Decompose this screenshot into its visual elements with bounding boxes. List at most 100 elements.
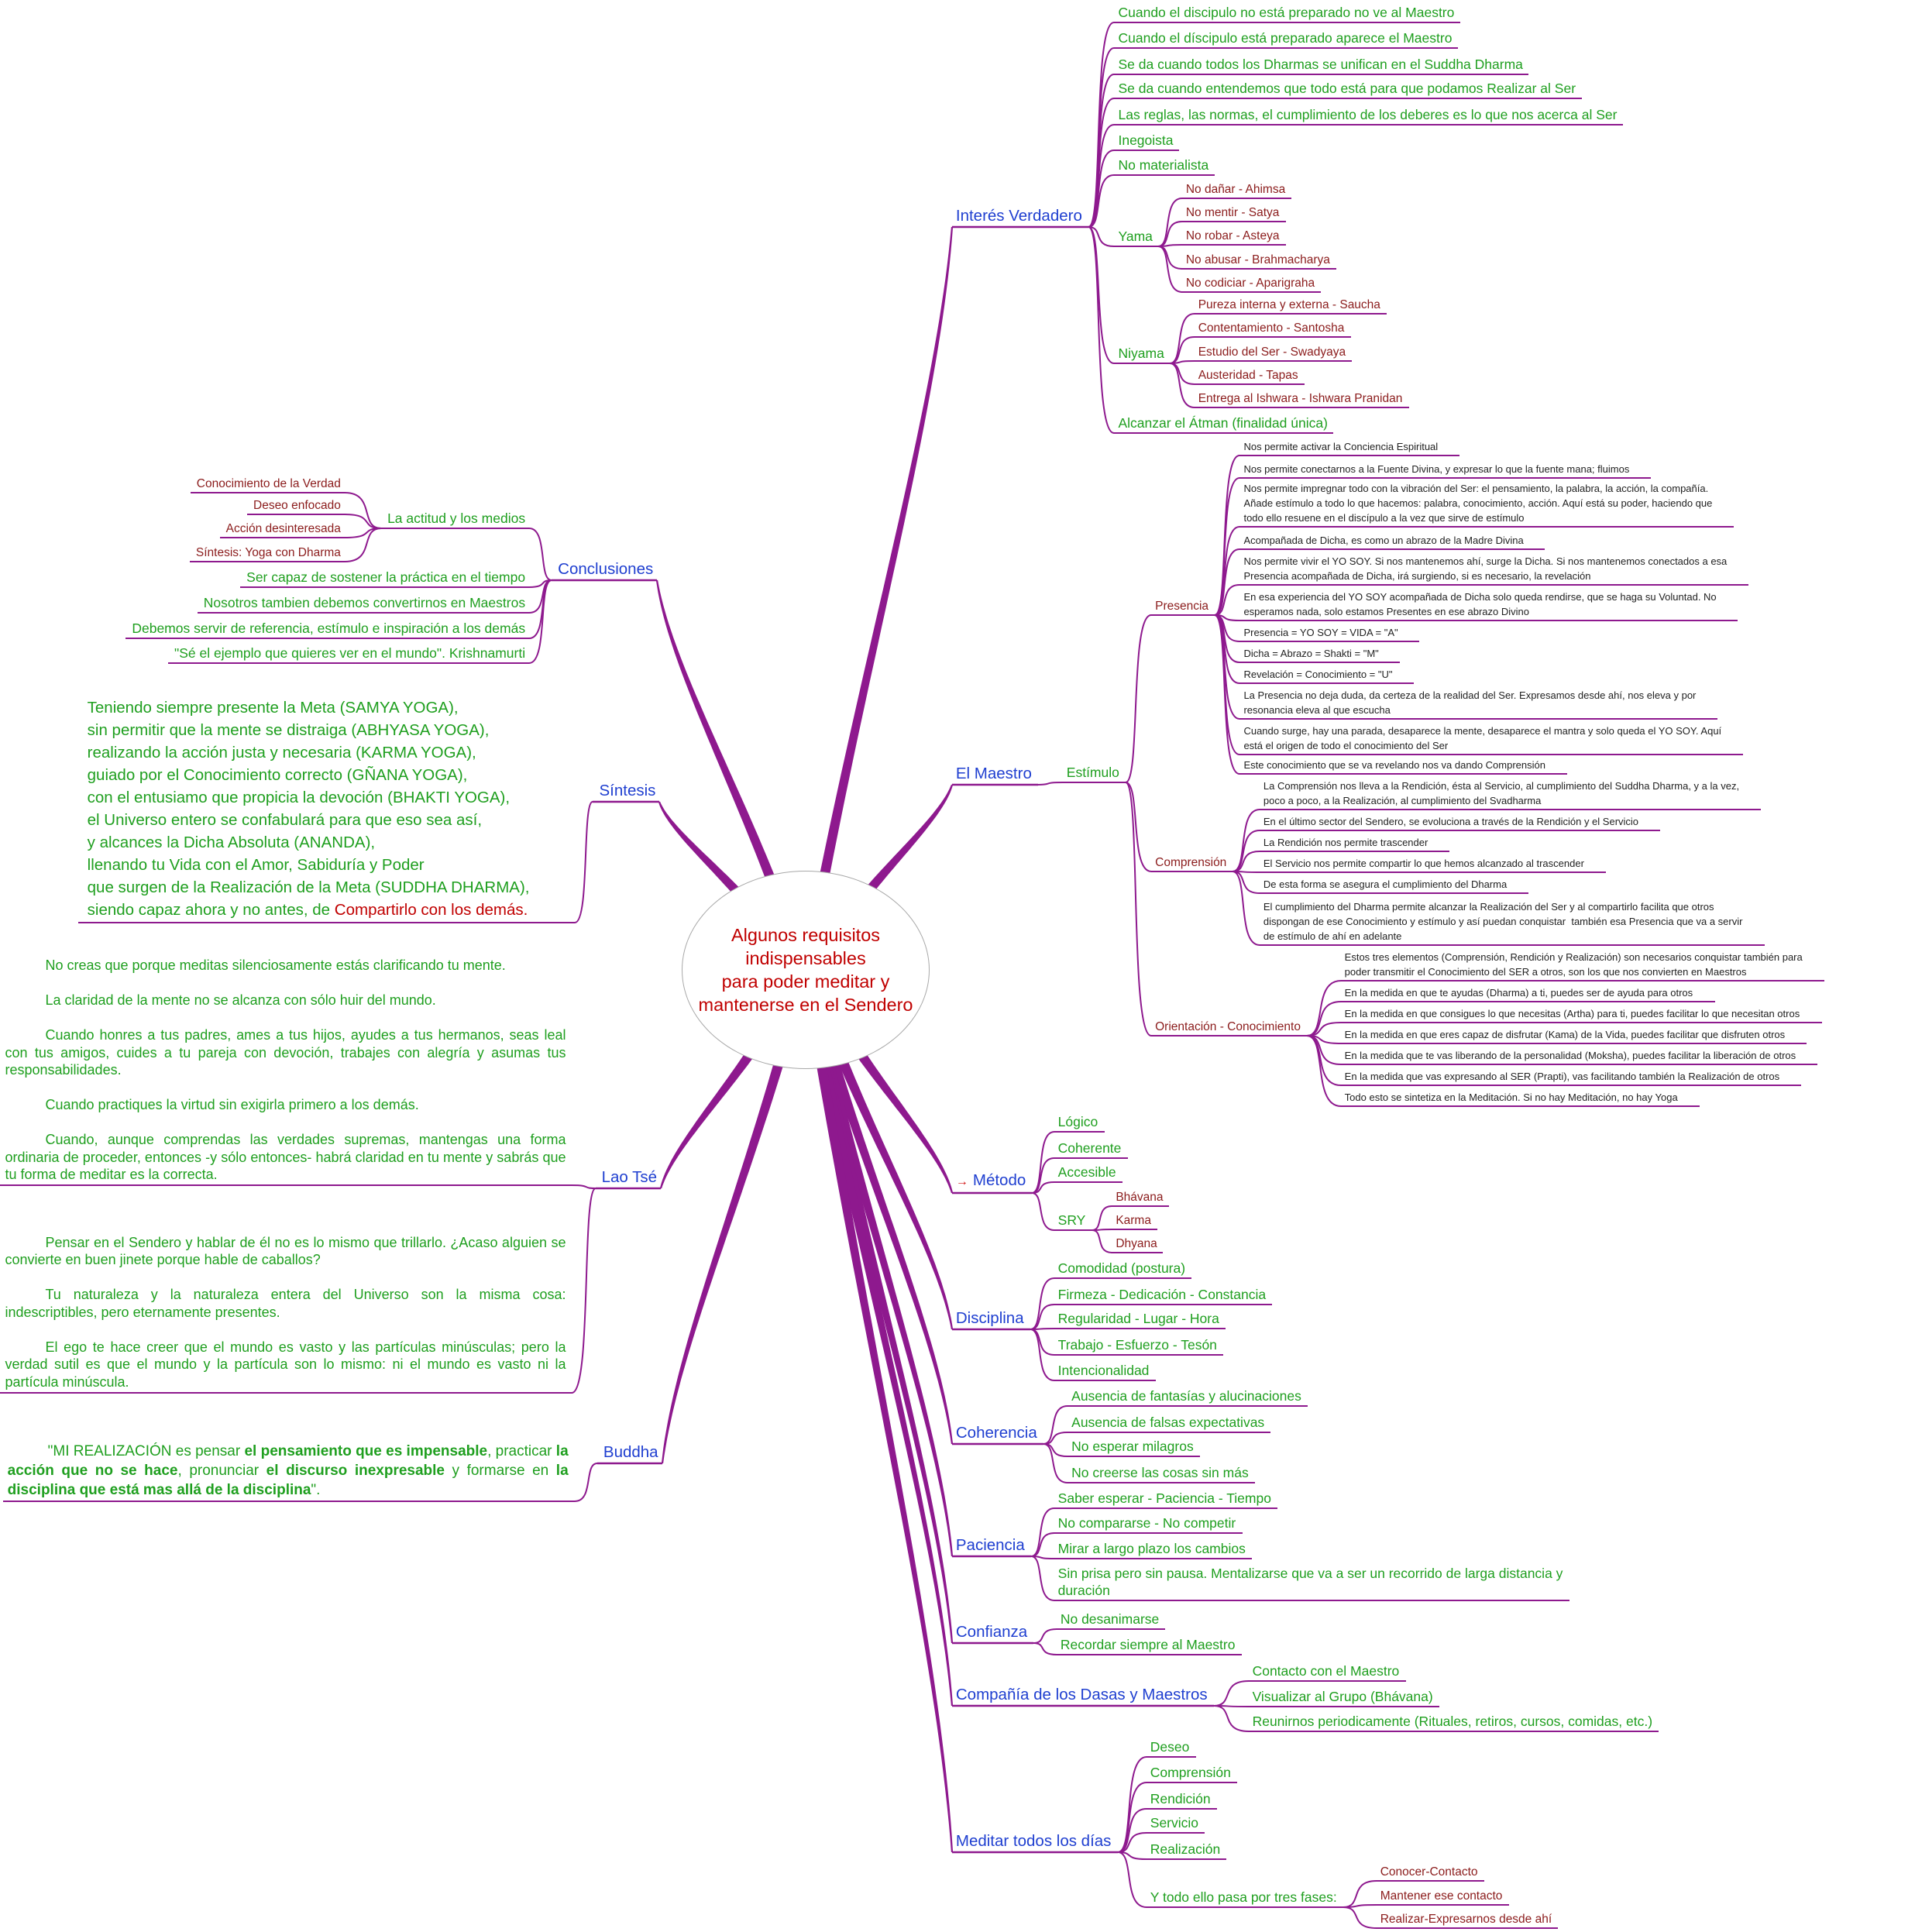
node-deseo[interactable]: Deseo [1150,1738,1190,1755]
node-contacto-con-el-maestro[interactable]: Contacto con el Maestro [1253,1662,1400,1679]
node-de-esta-forma-se-asegura-el-cumplimiento[interactable]: De esta forma se asegura el cumplimiento… [1263,877,1507,892]
branch-interes-verdadero[interactable]: Interés Verdadero [956,207,1082,225]
node-no-abusar-brahmacharya[interactable]: No abusar - Brahmacharya [1186,253,1330,267]
node-estudio-del-ser-swadyaya[interactable]: Estudio del Ser - Swadyaya [1198,345,1346,359]
branch-sintesis[interactable]: Síntesis [599,782,655,800]
node-este-conocimiento-que-se-va-revelando-no[interactable]: Este conocimiento que se va revelando no… [1243,758,1545,772]
node-comprension[interactable]: Comprensión [1155,855,1226,870]
node-mantener-ese-contacto[interactable]: Mantener ese contacto [1380,1889,1503,1903]
node-debemos-servir-de-referencia-estimulo-e-[interactable]: Debemos servir de referencia, estímulo e… [132,620,525,637]
node-se-da-cuando-entendemos-que-todo-esta-pa[interactable]: Se da cuando entendemos que todo está pa… [1118,80,1576,97]
node-presencia[interactable]: Presencia [1155,599,1208,614]
buddha-quote-block[interactable]: "MI REALIZACIÓN es pensar el pensamiento… [8,1442,569,1500]
node-no-robar-asteya[interactable]: No robar - Asteya [1186,229,1280,243]
node-nos-permite-activar-la-conciencia-espiri[interactable]: Nos permite activar la Conciencia Espiri… [1243,439,1438,454]
node-en-esa-experiencia-del-yo-soy-acompanada[interactable]: En esa experiencia del YO SOY acompañada… [1243,590,1716,619]
node-se-el-ejemplo-que-quieres-ver-en-el-mund[interactable]: "Sé el ejemplo que quieres ver en el mun… [174,645,525,662]
node-ausencia-de-fantasias-y-alucinaciones[interactable]: Ausencia de fantasías y alucinaciones [1071,1387,1301,1404]
node-y-todo-ello-pasa-por-tres-fases[interactable]: Y todo ello pasa por tres fases: [1150,1889,1337,1906]
node-nos-permite-conectarnos-a-la-fuente-divi[interactable]: Nos permite conectarnos a la Fuente Divi… [1243,462,1629,476]
branch-el-maestro[interactable]: El Maestro [956,765,1032,783]
node-nos-permite-impregnar-todo-con-la-vibrac[interactable]: Nos permite impregnar todo con la vibrac… [1243,481,1712,525]
node-en-la-medida-en-que-eres-capaz-de-disfru[interactable]: En la medida en que eres capaz de disfru… [1345,1027,1785,1042]
node-en-la-medida-que-vas-expresando-al-ser-p[interactable]: En la medida que vas expresando al SER (… [1345,1069,1779,1084]
node-accesible[interactable]: Accesible [1058,1164,1116,1181]
node-intencionalidad[interactable]: Intencionalidad [1058,1362,1150,1379]
node-saber-esperar-paciencia-tiempo[interactable]: Saber esperar - Paciencia - Tiempo [1058,1490,1271,1507]
node-las-reglas-las-normas-el-cumplimiento-de[interactable]: Las reglas, las normas, el cumplimiento … [1118,106,1617,123]
node-cuando-el-discipulo-no-esta-preparado-no[interactable]: Cuando el discipulo no está preparado no… [1118,4,1454,21]
node-comprension[interactable]: Comprensión [1150,1764,1231,1781]
node-no-materialista[interactable]: No materialista [1118,156,1208,174]
node-revelacion-conocimiento-u[interactable]: Revelación = Conocimiento = "U" [1243,667,1392,682]
node-no-mentir-satya[interactable]: No mentir - Satya [1186,205,1280,220]
lao-tse-quote-block[interactable]: Pensar en el Sendero y hablar de él no e… [5,1234,566,1391]
node-dicha-abrazo-shakti-m[interactable]: Dicha = Abrazo = Shakti = "M" [1243,646,1378,661]
node-realizar-expresarnos-desde-ahi[interactable]: Realizar-Expresarnos desde ahí [1380,1912,1552,1927]
node-karma[interactable]: Karma [1116,1213,1151,1228]
node-la-rendicion-nos-permite-trascender[interactable]: La Rendición nos permite trascender [1263,835,1428,850]
node-visualizar-al-grupo-bhavana[interactable]: Visualizar al Grupo (Bhávana) [1253,1688,1433,1705]
node-presencia-yo-soy-vida-a[interactable]: Presencia = YO SOY = VIDA = "A" [1243,625,1398,640]
node-la-actitud-y-los-medios[interactable]: La actitud y los medios [387,510,525,527]
branch-paciencia[interactable]: Paciencia [956,1536,1025,1555]
branch-buddha[interactable]: Buddha [603,1443,658,1462]
node-alcanzar-el-atman-finalidad-unica[interactable]: Alcanzar el Átman (finalidad única) [1118,414,1327,431]
node-el-cumplimiento-del-dharma-permite-alcan[interactable]: El cumplimiento del Dharma permite alcan… [1263,899,1743,944]
node-conocer-contacto[interactable]: Conocer-Contacto [1380,1865,1478,1879]
branch-metodo[interactable]: →Método [956,1171,1026,1191]
node-recordar-siempre-al-maestro[interactable]: Recordar siempre al Maestro [1061,1636,1236,1653]
sintesis-text-block[interactable]: Teniendo siempre presente la Meta (SAMYA… [83,696,569,921]
node-bhavana[interactable]: Bhávana [1116,1190,1163,1205]
node-no-codiciar-aparigraha[interactable]: No codiciar - Aparigraha [1186,276,1315,290]
node-en-el-ultimo-sector-del-sendero-se-evolu[interactable]: En el último sector del Sendero, se evol… [1263,814,1638,829]
node-comodidad-postura[interactable]: Comodidad (postura) [1058,1260,1185,1277]
node-realizacion[interactable]: Realización [1150,1841,1220,1858]
node-nosotros-tambien-debemos-convertirnos-en[interactable]: Nosotros tambien debemos convertirnos en… [204,594,525,611]
node-servicio[interactable]: Servicio [1150,1814,1198,1831]
node-rendicion[interactable]: Rendición [1150,1790,1211,1807]
node-dhyana[interactable]: Dhyana [1116,1236,1157,1251]
node-conocimiento-de-la-verdad[interactable]: Conocimiento de la Verdad [197,476,341,491]
node-yama[interactable]: Yama [1118,228,1152,245]
node-la-presencia-no-deja-duda-da-certeza-de-[interactable]: La Presencia no deja duda, da certeza de… [1243,688,1696,717]
node-inegoista[interactable]: Inegoista [1118,132,1173,149]
node-en-la-medida-en-que-consigues-lo-que-nec[interactable]: En la medida en que consigues lo que nec… [1345,1006,1800,1021]
node-nos-permite-vivir-el-yo-soy-si-nos-mante[interactable]: Nos permite vivir el YO SOY. Si nos mant… [1243,554,1727,583]
branch-lao-tse[interactable]: Lao Tsé [602,1168,657,1187]
central-topic[interactable]: Algunos requisitos indispensables para p… [682,871,930,1069]
node-sintesis-yoga-con-dharma[interactable]: Síntesis: Yoga con Dharma [196,545,341,560]
node-logico[interactable]: Lógico [1058,1113,1098,1130]
node-todo-esto-se-sintetiza-en-la-meditacion-[interactable]: Todo esto se sintetiza en la Meditación.… [1345,1090,1678,1105]
node-deseo-enfocado[interactable]: Deseo enfocado [253,498,341,513]
node-no-esperar-milagros[interactable]: No esperar milagros [1071,1438,1194,1455]
node-ser-capaz-de-sostener-la-practica-en-el-[interactable]: Ser capaz de sostener la práctica en el … [246,569,525,586]
node-firmeza-dedicacion-constancia[interactable]: Firmeza - Dedicación - Constancia [1058,1286,1266,1303]
node-orientacion-conocimiento[interactable]: Orientación - Conocimiento [1155,1019,1301,1034]
node-trabajo-esfuerzo-teson[interactable]: Trabajo - Esfuerzo - Tesón [1058,1336,1217,1353]
node-estimulo[interactable]: Estímulo [1067,764,1119,781]
node-no-compararse-no-competir[interactable]: No compararse - No competir [1058,1514,1236,1532]
node-en-la-medida-que-te-vas-liberando-de-la-[interactable]: En la medida que te vas liberando de la … [1345,1048,1796,1063]
branch-conclusiones[interactable]: Conclusiones [558,560,653,579]
node-ausencia-de-falsas-expectativas[interactable]: Ausencia de falsas expectativas [1071,1414,1264,1431]
node-reunirnos-periodicamente-rituales-retiro[interactable]: Reunirnos periodicamente (Rituales, reti… [1253,1713,1652,1730]
node-sin-prisa-pero-sin-pausa-mentalizarse-qu[interactable]: Sin prisa pero sin pausa. Mentalizarse q… [1058,1565,1563,1599]
node-pureza-interna-y-externa-saucha[interactable]: Pureza interna y externa - Saucha [1198,297,1380,312]
branch-disciplina[interactable]: Disciplina [956,1309,1024,1328]
node-sry[interactable]: SRY [1058,1212,1086,1229]
node-no-danar-ahimsa[interactable]: No dañar - Ahimsa [1186,182,1285,197]
branch-coherencia[interactable]: Coherencia [956,1424,1037,1442]
node-cuando-el-discipulo-esta-preparado-apare[interactable]: Cuando el díscipulo está preparado apare… [1118,29,1452,46]
node-contentamiento-santosha[interactable]: Contentamiento - Santosha [1198,321,1345,335]
node-cuando-surge-hay-una-parada-desaparece-l[interactable]: Cuando surge, hay una parada, desaparece… [1243,724,1721,753]
node-no-desanimarse[interactable]: No desanimarse [1061,1611,1159,1628]
node-la-comprension-nos-lleva-a-la-rendicion-[interactable]: La Comprensión nos lleva a la Rendición,… [1263,779,1739,808]
node-niyama[interactable]: Niyama [1118,345,1164,362]
node-se-da-cuando-todos-los-dharmas-se-unific[interactable]: Se da cuando todos los Dharmas se unific… [1118,56,1522,73]
node-regularidad-lugar-hora[interactable]: Regularidad - Lugar - Hora [1058,1310,1219,1327]
node-mirar-a-largo-plazo-los-cambios[interactable]: Mirar a largo plazo los cambios [1058,1540,1246,1557]
branch-confianza[interactable]: Confianza [956,1623,1027,1642]
node-entrega-al-ishwara-ishwara-pranidan[interactable]: Entrega al Ishwara - Ishwara Pranidan [1198,391,1403,406]
node-coherente[interactable]: Coherente [1058,1140,1122,1157]
